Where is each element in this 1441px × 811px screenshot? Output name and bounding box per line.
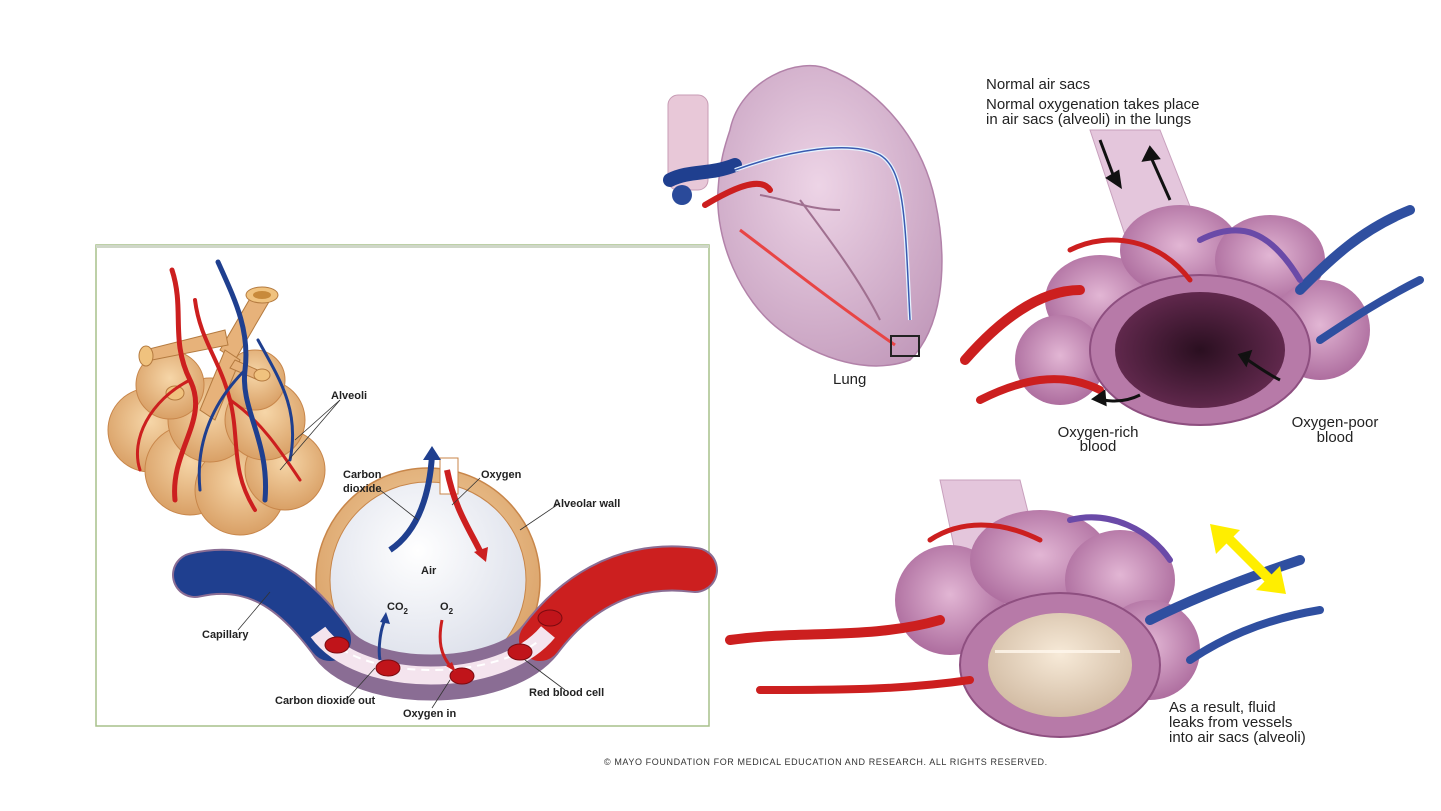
normal-alveoli-illustration: [960, 129, 1424, 426]
oxygen-air-arrow: [444, 469, 485, 557]
fluid-alveoli-illustration: [725, 479, 1324, 738]
right-subtitle-line1: Normal oxygenation takes place: [986, 96, 1199, 113]
label-result-1: As a result, fluid: [1169, 699, 1276, 716]
label-oxygen-rich-2: blood: [1080, 438, 1117, 455]
alveolus-cross-section: [172, 446, 718, 701]
right-title: Normal air sacs: [986, 76, 1090, 93]
label-oxygen-poor-1: Oxygen-poor: [1292, 414, 1379, 431]
label-result-3: into air sacs (alveoli): [1169, 729, 1306, 746]
label-carbon-dioxide-1: Carbon: [343, 469, 382, 481]
label-oxygen: Oxygen: [481, 469, 522, 481]
label-air: Air: [421, 565, 437, 577]
label-co2: CO2: [387, 601, 409, 616]
label-capillary: Capillary: [202, 629, 249, 641]
label-carbon-dioxide-2: dioxide: [343, 483, 382, 495]
label-result-2: leaks from vessels: [1169, 714, 1292, 731]
label-alveolar-wall: Alveolar wall: [553, 498, 620, 510]
fluid-leak-arrow: [1210, 524, 1286, 594]
carbon-dioxide-air-arrow: [388, 454, 435, 553]
alveoli-cluster-illustration: [107, 259, 326, 536]
label-o2: O2: [440, 601, 454, 616]
right-subtitle-line2: in air sacs (alveoli) in the lungs: [986, 111, 1191, 128]
co2-out-arrow: [377, 619, 387, 661]
label-red-blood-cell: Red blood cell: [529, 687, 604, 699]
label-carbon-dioxide-out: Carbon dioxide out: [275, 695, 376, 707]
left-diagram-panel: Alveoli Carbon dioxide Oxygen Alveolar w…: [95, 244, 718, 727]
lung-illustration: [663, 65, 943, 367]
label-oxygen-in: Oxygen in: [403, 708, 456, 720]
label-lung: Lung: [833, 371, 866, 388]
copyright-credit: © MAYO FOUNDATION FOR MEDICAL EDUCATION …: [604, 757, 1048, 767]
label-oxygen-poor-2: blood: [1317, 429, 1354, 446]
right-panel-labels: Normal air sacs Normal oxygenation takes…: [833, 76, 1378, 746]
label-alveoli: Alveoli: [331, 390, 367, 402]
lung-zoom-box: [890, 335, 920, 357]
label-oxygen-rich-1: Oxygen-rich: [1058, 424, 1139, 441]
